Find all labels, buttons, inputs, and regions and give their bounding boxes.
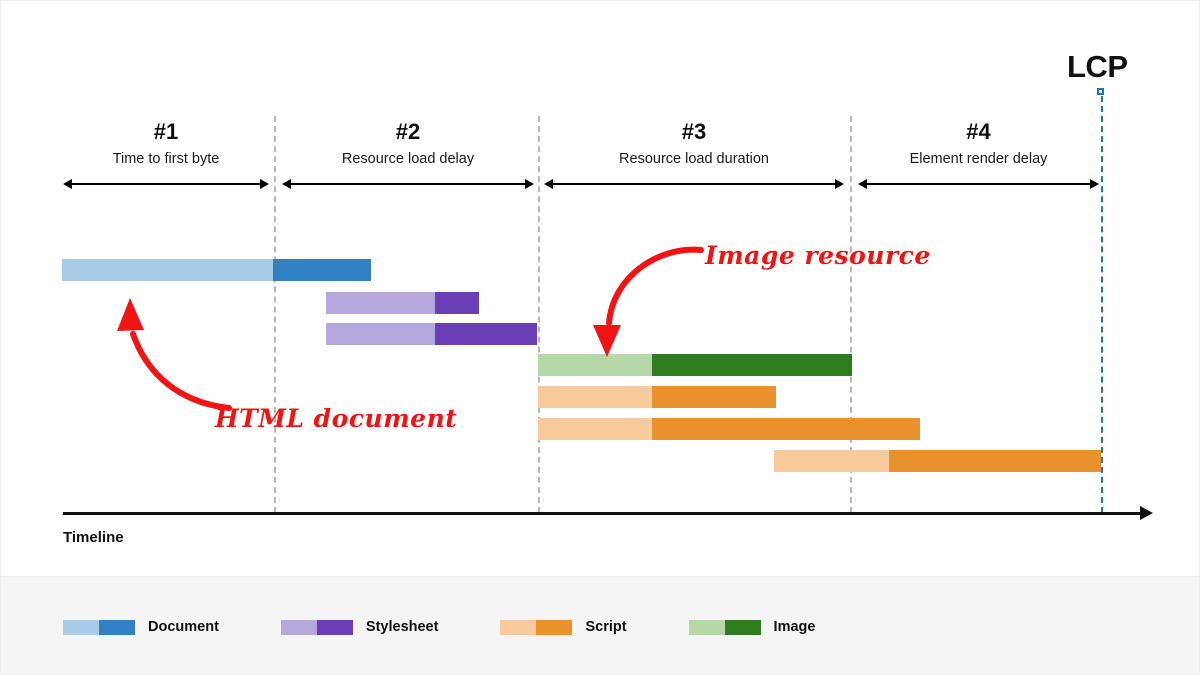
annotation-arrow-html-document [117, 298, 232, 411]
phase-measure-arrow-3 [544, 177, 844, 190]
annotation-html-document: HTML document [215, 404, 458, 433]
legend-item-document[interactable]: Document [63, 619, 219, 635]
arrow-shaft [550, 183, 838, 185]
legend-item-image[interactable]: Image [688, 619, 816, 635]
bar-segment-transfer [652, 386, 776, 408]
bar-segment-transfer [652, 354, 852, 376]
legend-swatch-icon [688, 619, 761, 635]
arrow-head-left-icon [858, 178, 867, 189]
arrow-head-left-icon [544, 178, 553, 189]
phase-divider-1 [274, 116, 276, 513]
phase-name: Time to first byte [112, 151, 220, 167]
lcp-dashed-line [1101, 96, 1103, 513]
legend-item-stylesheet[interactable]: Stylesheet [280, 619, 439, 635]
arrow-head-right-icon [835, 178, 844, 189]
timeline-axis [63, 512, 1141, 515]
bar-segment-wait [774, 450, 889, 472]
bar-segment-transfer [435, 292, 479, 314]
bar-segment-transfer [273, 259, 371, 281]
bar-segment-wait [62, 259, 273, 281]
bar-segment-wait [326, 292, 435, 314]
waterfall-bar-image-4 [538, 354, 852, 376]
timeline-axis-label: Timeline [63, 529, 124, 546]
phase-divider-2 [538, 116, 540, 513]
arrow-head-left-icon [282, 178, 291, 189]
lcp-label: LCP [1067, 49, 1128, 84]
bar-segment-wait [538, 354, 652, 376]
arrow-head-right-icon [1090, 178, 1099, 189]
annotation-arrow-image-resource [593, 246, 704, 357]
phase-number: #2 [395, 119, 421, 144]
phase-name: Resource load delay [341, 151, 475, 167]
arrow-head-right-icon [525, 178, 534, 189]
bar-segment-transfer [652, 418, 920, 440]
arrow-shaft [69, 183, 263, 185]
phase-measure-arrow-1 [63, 177, 269, 190]
phase-number: #1 [153, 119, 179, 144]
timeline-axis-arrow-icon [1140, 506, 1153, 520]
phase-measure-arrow-4 [858, 177, 1099, 190]
legend-swatch-icon [500, 619, 573, 635]
legend-items: Document Stylesheet Script Image [63, 619, 877, 635]
phase-measure-arrow-2 [282, 177, 534, 190]
annotation-image-resource: Image resource [705, 241, 931, 270]
bar-segment-transfer [889, 450, 1101, 472]
waterfall-bar-script-5 [538, 386, 776, 408]
phase-name: Element render delay [909, 151, 1048, 167]
phase-name: Resource load duration [619, 151, 769, 167]
waterfall-bar-script-7 [774, 450, 1101, 472]
waterfall-bar-stylesheet-2 [326, 292, 479, 314]
arrow-shaft [288, 183, 528, 185]
waterfall-bar-script-6 [538, 418, 920, 440]
legend-label: Document [148, 619, 219, 635]
waterfall-bar-document-1 [62, 259, 371, 281]
legend-label: Stylesheet [365, 619, 439, 635]
legend-swatch-icon [280, 619, 353, 635]
phase-number: #4 [966, 119, 991, 144]
waterfall-bar-stylesheet-3 [326, 323, 537, 345]
legend-footer: Document Stylesheet Script Image [1, 576, 1199, 674]
bar-segment-wait [326, 323, 435, 345]
legend-label: Script [585, 619, 627, 635]
bar-segment-wait [538, 386, 652, 408]
arrow-shaft [864, 183, 1093, 185]
legend-label: Image [773, 619, 816, 635]
arrow-head-left-icon [63, 178, 72, 189]
lcp-marker-icon [1097, 88, 1104, 95]
phase-number: #3 [681, 119, 707, 144]
phase-divider-3 [850, 116, 852, 513]
bar-segment-transfer [435, 323, 537, 345]
legend-item-script[interactable]: Script [500, 619, 627, 635]
legend-swatch-icon [63, 619, 135, 635]
bar-segment-wait [538, 418, 652, 440]
arrow-head-right-icon [260, 178, 269, 189]
